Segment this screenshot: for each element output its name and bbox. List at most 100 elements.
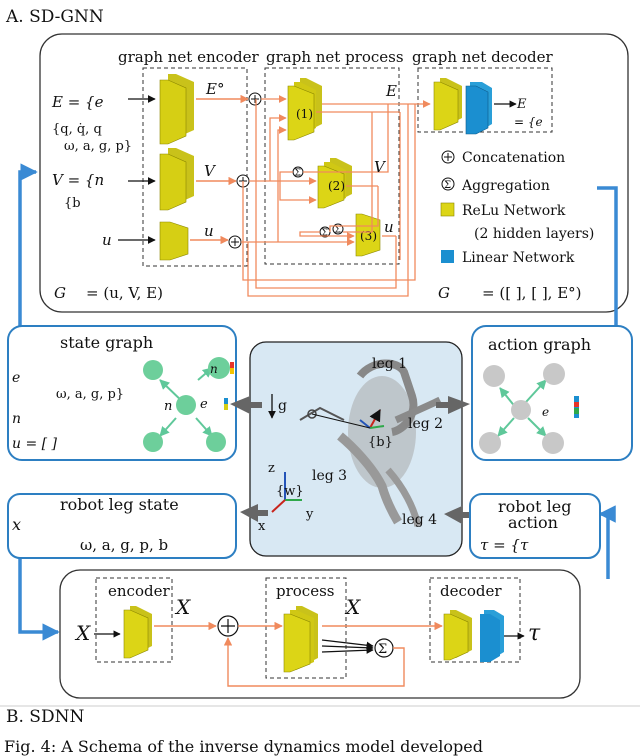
decoder-box xyxy=(417,67,553,133)
b-decoder-label: decoder xyxy=(440,582,502,600)
frame-b-axes: {b} xyxy=(359,408,393,450)
g-in-symbol: G xyxy=(54,284,66,302)
label-v0: V xyxy=(204,162,217,180)
svg-text:E = {e: E = {e xyxy=(51,93,104,111)
svg-text:V = {n: V = {n xyxy=(52,171,104,189)
encoder-heading: graph net encoder xyxy=(118,48,260,66)
decoder-net-relu xyxy=(433,78,462,131)
svg-text:g: g xyxy=(278,398,287,414)
decoder-net-linear xyxy=(465,82,492,135)
legend-relu-sub: (2 hidden layers) xyxy=(474,226,594,242)
encoder-net-node xyxy=(159,148,194,211)
svg-text:(3): (3) xyxy=(360,229,377,243)
concat-circle-e xyxy=(248,92,262,106)
process-flow-lines xyxy=(241,95,431,297)
encoder-net-global xyxy=(159,221,189,261)
b-decoder-net xyxy=(443,610,504,662)
svg-text:Σ: Σ xyxy=(322,229,328,239)
figure-caption: Fig. 4: A Schema of the inverse dynamics… xyxy=(4,737,483,756)
b-process-label: process xyxy=(276,582,334,600)
state-graph-title: state graph xyxy=(60,333,153,352)
g-out-symbol: G xyxy=(438,284,450,302)
svg-text:Σ: Σ xyxy=(378,642,387,657)
legend: Concatenation Σ Aggregation ReLu Network… xyxy=(440,150,594,266)
process-net-1: (1) xyxy=(287,78,322,141)
b-aggr-arrows xyxy=(321,639,374,654)
svg-text:Σ: Σ xyxy=(295,169,301,179)
process-net-3: (3) xyxy=(355,213,381,257)
concat-circle-u xyxy=(228,235,242,249)
action-graph-title: action graph xyxy=(488,335,591,354)
section-a-title: A. SD-GNN xyxy=(5,7,104,27)
leg-action-title-2: action xyxy=(508,513,558,532)
svg-text:{b}: {b} xyxy=(368,435,393,450)
b-aggr-circle: Σ xyxy=(374,638,394,658)
leg-action-box xyxy=(469,493,601,559)
input-e-label: E = {e {q, q̇, q ω, a, g, p} xyxy=(51,93,132,154)
leg-3-label: leg 3 xyxy=(312,468,347,484)
b-output-tau: τ xyxy=(528,621,541,646)
label-uk: u xyxy=(384,218,394,236)
leg-state-title: robot leg state xyxy=(60,495,179,514)
svg-text:Σ: Σ xyxy=(444,180,451,191)
legend-linear-swatch xyxy=(441,250,454,263)
b-flow-lines xyxy=(154,621,443,687)
sd-gnn-frame xyxy=(39,33,629,313)
process-heading: graph net process xyxy=(266,48,404,66)
svg-text:(1): (1) xyxy=(296,107,313,121)
process-net-2: (2) xyxy=(317,158,352,209)
svg-text:z: z xyxy=(268,461,275,476)
state-eq-1: e xyxy=(12,370,20,386)
label-e0: E° xyxy=(205,80,224,98)
svg-text:ω, a, g, p}: ω, a, g, p} xyxy=(64,139,132,154)
leg-state-eq-2: ω, a, g, p, b xyxy=(80,536,168,554)
svg-text:{w}: {w} xyxy=(276,484,304,499)
state-graph-box xyxy=(7,325,237,461)
gravity-arrow: g xyxy=(268,394,287,419)
leg-action-title-1: robot leg xyxy=(498,497,572,516)
label-ek: E xyxy=(385,82,397,100)
label-u0: u xyxy=(204,222,214,240)
input-u-label: u xyxy=(102,231,112,249)
state-eq-4: u = [ ] xyxy=(12,436,58,452)
action-graph-nodes: e xyxy=(479,363,579,454)
b-encoder-label: encoder xyxy=(108,582,170,600)
b-encoder-box xyxy=(95,577,173,663)
encoder-net-edge xyxy=(159,74,194,145)
b-input-x: X xyxy=(74,621,91,645)
robot-illustration xyxy=(299,359,442,527)
b-decoder-box xyxy=(429,577,521,663)
b-concat-circle xyxy=(217,615,239,637)
leg-1-label: leg 1 xyxy=(372,356,407,372)
label-eout-set: = {e xyxy=(514,115,543,129)
leg-action-eq: τ = {τ xyxy=(480,536,529,554)
svg-text:y: y xyxy=(305,507,314,522)
b-label-xk: X xyxy=(344,595,361,619)
svg-text:{q, q̇, q: {q, q̇, q xyxy=(52,122,102,137)
svg-text:(2): (2) xyxy=(328,179,345,193)
b-encoder-net xyxy=(123,606,152,659)
leg-state-eq-1: x xyxy=(12,515,21,534)
b-process-box xyxy=(265,577,347,679)
leg-state-box xyxy=(7,493,237,559)
svg-text:Σ: Σ xyxy=(335,226,341,236)
svg-text:{b: {b xyxy=(64,196,81,211)
legend-linear-label: Linear Network xyxy=(462,250,575,266)
svg-text:n: n xyxy=(164,399,172,414)
state-eq-3: n xyxy=(12,411,21,427)
process-box xyxy=(264,67,400,265)
legend-relu-swatch xyxy=(440,202,455,217)
section-b-title: B. SDNN xyxy=(6,707,84,727)
decoder-heading: graph net decoder xyxy=(412,48,553,66)
grey-arrows xyxy=(230,396,472,524)
leg-2-label: leg 2 xyxy=(408,416,443,432)
leg-4-label: leg 4 xyxy=(402,512,437,528)
state-graph-nodes: n e n xyxy=(143,357,234,452)
svg-text:e: e xyxy=(542,405,549,419)
state-eq-2: ω, a, g, p} xyxy=(56,387,124,402)
legend-concat-label: Concatenation xyxy=(462,150,565,166)
svg-text:e: e xyxy=(200,397,208,412)
label-vk: V xyxy=(374,158,387,176)
